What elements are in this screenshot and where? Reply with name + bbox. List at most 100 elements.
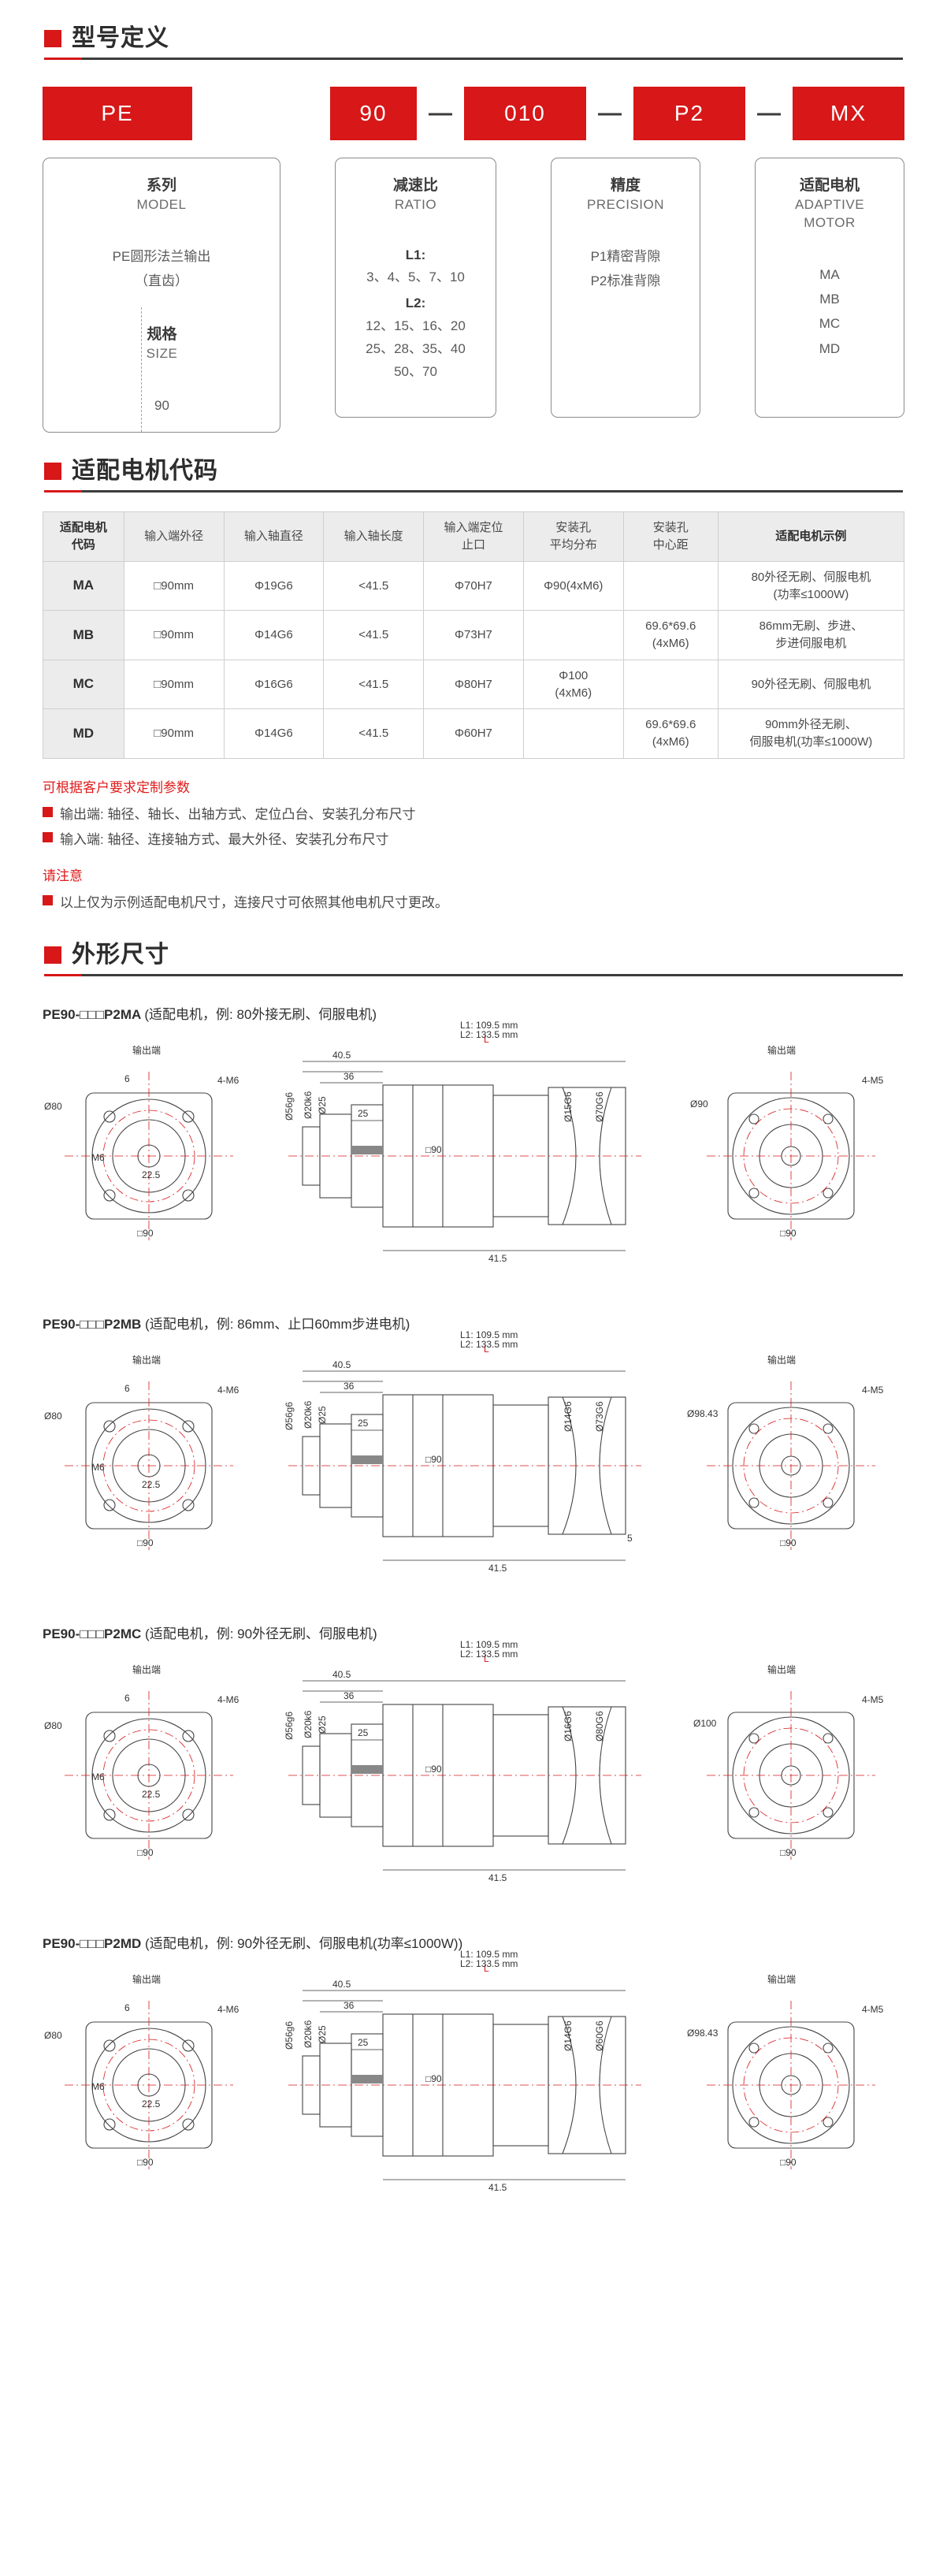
label-right-square: □90: [780, 1537, 797, 1548]
drawing-title-model: PE90-□□□P2MD: [43, 1935, 142, 1951]
panel-model-size: 系列 MODEL PE圆形法兰输出 （直齿） 规格 SIZE 90: [43, 158, 280, 433]
label-mid-od-e: Ø70G6: [594, 1091, 605, 1122]
th-line: 中心距: [652, 538, 689, 552]
cell-example: 86mm无刷、步进、 步进伺服电机: [717, 610, 905, 660]
label-L2: L2: 133.5 mm: [460, 1957, 518, 1969]
label-left-d1: 6: [124, 2002, 130, 2013]
label-left-holes: 4-M6: [217, 2003, 240, 2015]
panel-body-line: PE圆形法兰输出: [112, 248, 211, 264]
label-left-bolt: M6: [91, 1461, 105, 1473]
label-mid-od-a: Ø56g6: [284, 1401, 295, 1430]
panel-ratio: 减速比 RATIO L1: 3、4、5、7、10 L2: 12、15、16、20…: [335, 158, 496, 418]
ratio-l2-label: L2:: [405, 296, 426, 311]
model-definition-panels: 系列 MODEL PE圆形法兰输出 （直齿） 规格 SIZE 90: [43, 158, 904, 433]
label-output-end-left: 输出端: [132, 1354, 162, 1366]
cell-line: 步进伺服电机: [775, 637, 847, 651]
cell-spigot: Φ70H7: [423, 560, 524, 611]
label-right-holes: 4-M5: [862, 1074, 884, 1086]
th-line: 适配电机: [59, 521, 107, 535]
drawing-canvas: 输出端 输出端 Ø80 4-M6 M6 6 22.5 □90 40.5 36 2…: [43, 1949, 904, 2215]
ratio-l2-values: 12、15、16、20: [366, 318, 466, 334]
label-L2: L2: 133.5 mm: [460, 1338, 518, 1350]
label-left-outer-dia: Ø80: [44, 2029, 62, 2041]
label-left-d1: 6: [124, 1382, 130, 1394]
notes-block: 可根据客户要求定制参数 输出端: 轴径、轴长、出轴方式、定位凸台、安装孔分布尺寸…: [43, 776, 904, 911]
label-right-holes: 4-M5: [862, 2003, 884, 2015]
label-left-d1: 6: [124, 1692, 130, 1704]
section-title: 外形尺寸: [72, 941, 169, 968]
label-mid-c: 25: [358, 1417, 369, 1429]
cell-center: 69.6*69.6 (4xM6): [622, 708, 719, 759]
label-mid-d: 41.5: [488, 1252, 507, 1264]
note-item: 输出端: 轴径、轴长、出轴方式、定位凸台、安装孔分布尺寸: [43, 803, 904, 823]
th-input-spigot: 输入端定位 止口: [423, 511, 524, 562]
drawing-canvas: 输出端 输出端 Ø80 4-M6 M6 6 22.5 □90 40.5 36 2…: [43, 1639, 904, 1905]
cell-shaft-dia: Φ14G6: [223, 708, 325, 759]
label-mid-b: 36: [344, 1689, 355, 1701]
label-left-bolt: M6: [91, 1151, 105, 1163]
drawing-title-model: PE90-□□□P2MC: [43, 1626, 142, 1641]
drawing-group-mc: PE90-□□□P2MC (适配电机，例: 90外径无刷、伺服电机): [43, 1623, 904, 1905]
drawing-title-model: PE90-□□□P2MA: [43, 1006, 141, 1022]
panel-size: 规格 SIZE 90: [140, 307, 183, 433]
code-dash-2: —: [598, 100, 622, 126]
drawing-title-note: (适配电机，例: 90外径无刷、伺服电机): [145, 1626, 377, 1641]
cell-outer-dia: □90mm: [123, 610, 225, 660]
panel-body-line: MC: [819, 316, 841, 332]
section-header-model-definition: 型号定义: [44, 0, 903, 60]
label-mid-d: 41.5: [488, 1872, 507, 1883]
th-line: 输入端外径: [144, 530, 204, 544]
cell-shaft-dia: Φ16G6: [223, 659, 325, 710]
table-header-row: 适配电机 代码 输入端外径 输入轴直径 输入轴长度 输入端定位 止口: [43, 511, 905, 562]
label-mid-od-d: Ø15G6: [563, 1091, 574, 1122]
label-right-outer-dia: Ø98.43: [687, 2027, 719, 2039]
section-divider: [44, 973, 903, 976]
cell-line: (4xM6): [652, 637, 689, 651]
drawing-title: PE90-□□□P2MC (适配电机，例: 90外径无刷、伺服电机): [43, 1623, 904, 1642]
ratio-l2-values: 50、70: [394, 364, 437, 380]
cell-line: 80外径无刷、伺服电机: [751, 570, 871, 584]
ratio-l1-label: L1:: [405, 247, 426, 262]
panel-label-en: PRECISION: [586, 196, 665, 212]
label-left-outer-dia: Ø80: [44, 1100, 62, 1112]
label-mid-od-d: Ø14G6: [563, 1401, 574, 1432]
th-input-outer-dia: 输入端外径: [123, 511, 225, 562]
drawing-svg: [65, 1990, 875, 2180]
label-right-outer-dia: Ø100: [693, 1717, 717, 1729]
cell-spigot: Φ73H7: [423, 610, 524, 660]
drawing-svg: [65, 1680, 875, 1871]
cell-spigot: Φ80H7: [423, 659, 524, 710]
label-left-d2: 22.5: [142, 1169, 161, 1180]
cell-line: 90mm外径无刷、: [765, 718, 857, 732]
label-left-outer-dia: Ø80: [44, 1719, 62, 1731]
th-line: 安装孔: [652, 521, 689, 535]
label-mid-od-d: Ø14G6: [563, 2020, 574, 2051]
cell-outer-dia: □90mm: [123, 659, 225, 710]
panel-label-en2: MOTOR: [804, 214, 856, 230]
section-title: 适配电机代码: [72, 458, 218, 485]
datasheet-page: 型号定义 PE 90 — 010 — P2 — MX 系列 MODEL PE圆形…: [43, 0, 905, 2215]
th-line: 输入端定位: [444, 521, 503, 535]
drawing-svg: [65, 1370, 875, 1561]
drawing-canvas: 输出端 输出端 Ø80 4-M6 M6 6 22.5 □90 40.5 36 2…: [43, 1020, 904, 1286]
panel-model: 系列 MODEL PE圆形法兰输出 （直齿）: [108, 158, 216, 307]
cell-holes: [522, 610, 624, 660]
label-left-holes: 4-M6: [217, 1074, 240, 1086]
panel-label-en: MODEL: [136, 196, 187, 212]
label-left-d1: 6: [124, 1072, 130, 1084]
label-mid-b: 36: [344, 1380, 355, 1392]
section-divider: [44, 58, 903, 60]
cell-shaft-len: <41.5: [323, 610, 425, 660]
label-left-d2: 22.5: [142, 2098, 161, 2109]
motor-code-table: 适配电机 代码 输入端外径 输入轴直径 输入轴长度 输入端定位 止口: [43, 511, 905, 759]
cell-holes: Φ90(4xM6): [522, 560, 624, 611]
section-bullet-icon: [44, 946, 61, 964]
cell-line: (4xM6): [652, 735, 689, 749]
section-bullet-icon: [44, 463, 61, 481]
dimension-drawings: PE90-□□□P2MA (适配电机，例: 80外接无刷、伺服电机): [43, 1003, 904, 2215]
label-mid-a: 40.5: [332, 1049, 351, 1061]
cell-line: 伺服电机(功率≤1000W): [749, 735, 873, 749]
note-item-text: 输入端: 轴径、连接轴方式、最大外径、安装孔分布尺寸: [60, 831, 389, 847]
label-output-end-left: 输出端: [132, 1044, 162, 1056]
label-mid-L: L: [484, 1033, 489, 1045]
